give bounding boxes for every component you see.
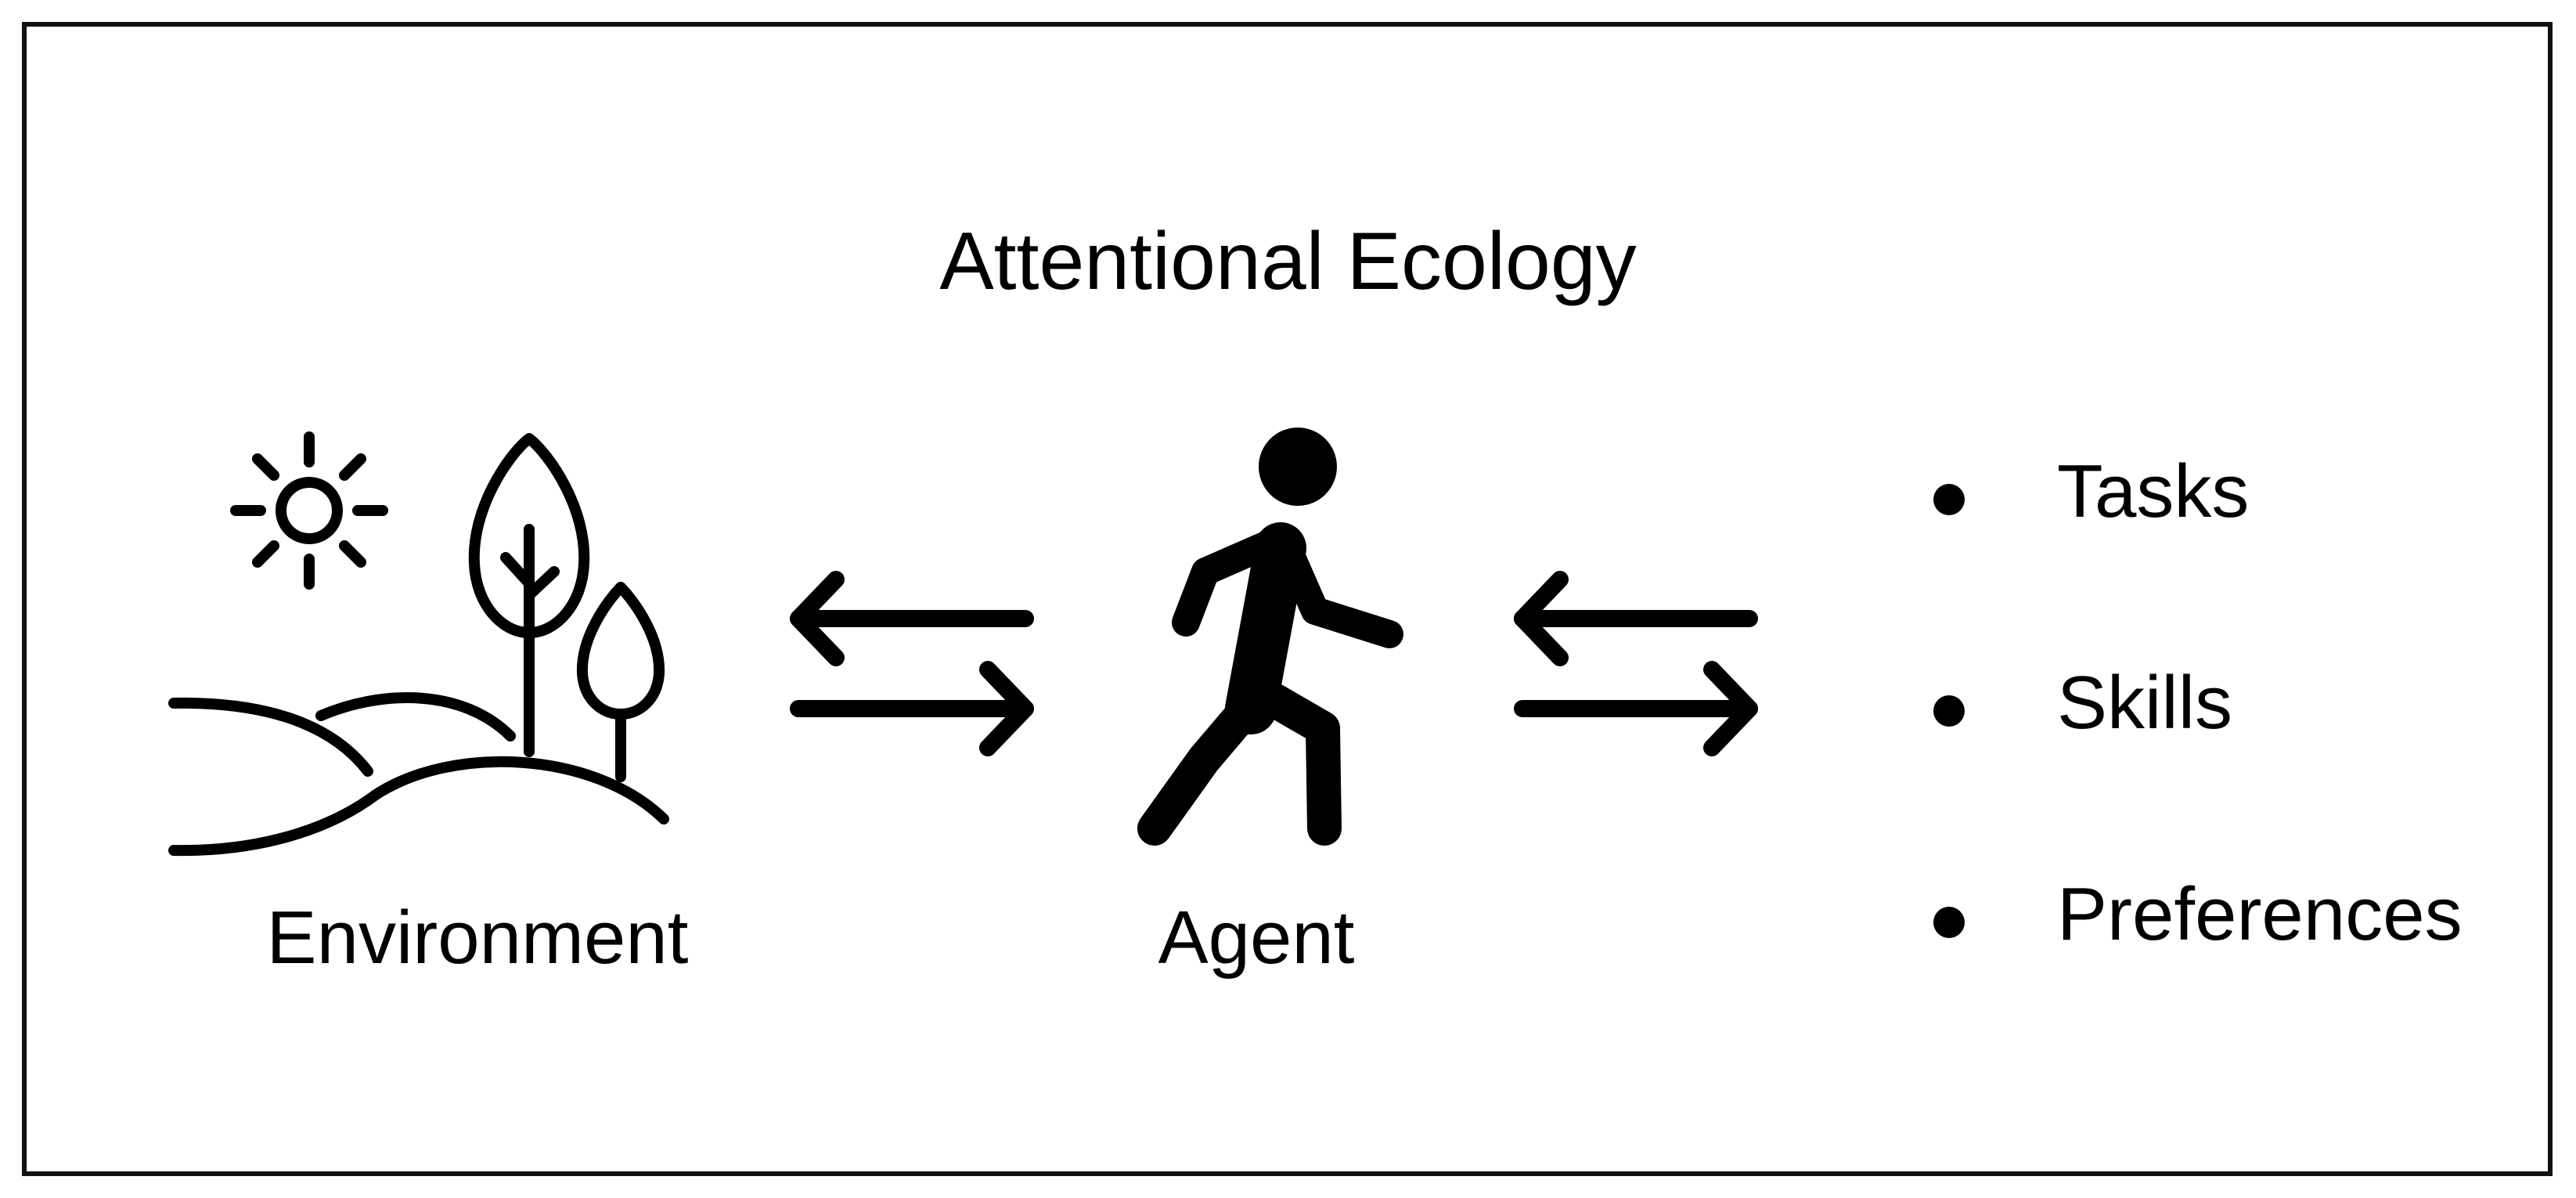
hills-icon	[168, 692, 669, 857]
list-item: Skills	[1933, 666, 2463, 877]
attribute-skills: Skills	[2057, 661, 2233, 745]
bullet-icon	[1933, 484, 1965, 515]
list-item: Preferences	[1933, 877, 2463, 1088]
environment-label: Environment	[266, 896, 689, 980]
landscape-icon	[168, 429, 669, 860]
diagram-title: Attentional Ecology	[939, 216, 1637, 307]
tree-icon	[468, 433, 665, 782]
agent-label: Agent	[1158, 896, 1355, 980]
attribute-tasks: Tasks	[2057, 449, 2250, 533]
sun-icon	[230, 431, 388, 590]
walking-person-icon	[1127, 423, 1425, 853]
bullet-icon	[1933, 907, 1965, 938]
bullet-icon	[1933, 695, 1965, 727]
bidirectional-arrows-icon	[783, 564, 1041, 760]
attribute-preferences: Preferences	[2057, 872, 2463, 956]
bidirectional-arrows-icon	[1507, 564, 1765, 760]
list-item: Tasks	[1933, 454, 2463, 666]
attribute-list: Tasks Skills Preferences	[1933, 454, 2463, 1088]
